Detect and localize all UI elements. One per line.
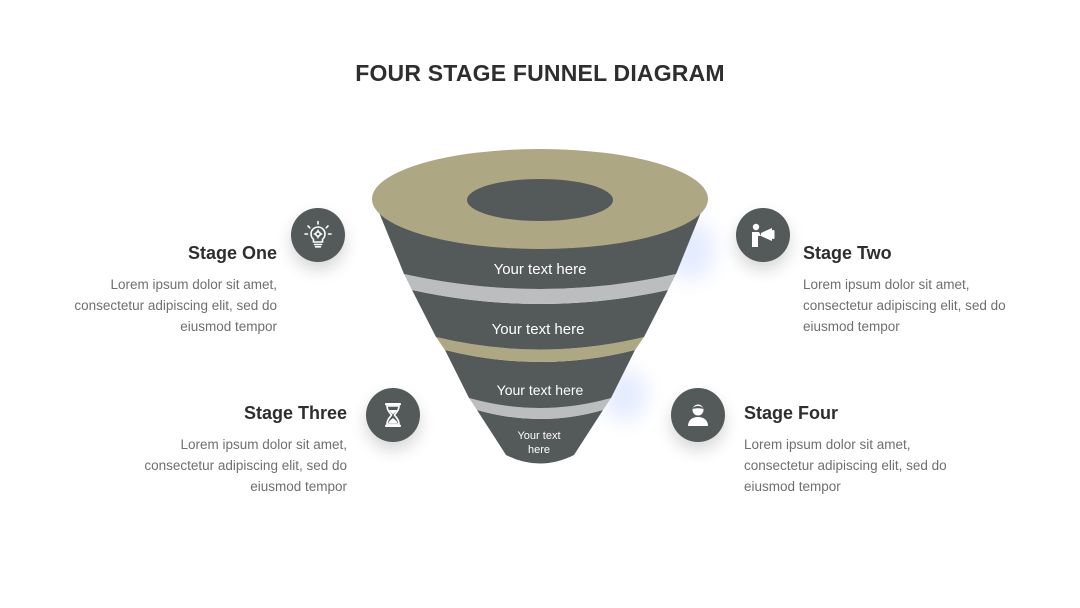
funnel-level-3 — [445, 350, 635, 408]
stage-one: Stage One Lorem ipsum dolor sit amet, co… — [17, 243, 277, 337]
stage-two-description: Lorem ipsum dolor sit amet, consectetur … — [803, 277, 1006, 334]
hourglass-icon — [366, 388, 420, 442]
stage-two: Stage Two Lorem ipsum dolor sit amet, co… — [803, 243, 1063, 337]
stage-three-title: Stage Three — [243, 403, 347, 423]
person-icon — [671, 388, 725, 442]
funnel-level-2 — [412, 290, 668, 350]
page-title: FOUR STAGE FUNNEL DIAGRAM — [355, 60, 725, 86]
funnel-band-3 — [469, 398, 611, 419]
stage-four-description: Lorem ipsum dolor sit amet, consectetur … — [744, 437, 947, 494]
stage-three: Stage Three Lorem ipsum dolor sit amet, … — [87, 403, 347, 497]
lightbulb-gear-icon — [291, 208, 345, 262]
stage-four: Stage Four Lorem ipsum dolor sit amet, c… — [744, 403, 1004, 497]
funnel-level-4 — [477, 410, 603, 464]
stage-three-description: Lorem ipsum dolor sit amet, consectetur … — [144, 437, 347, 494]
funnel-level-3-label: Your text here — [497, 382, 584, 398]
funnel-level-4-label-line2: here — [528, 444, 550, 456]
funnel-opening — [467, 179, 613, 221]
stage-four-title: Stage Four — [744, 403, 839, 423]
stage-one-title: Stage One — [187, 243, 277, 263]
funnel-level-2-label: Your text here — [492, 321, 585, 338]
megaphone-person-icon — [736, 208, 790, 262]
funnel-level-4-label-line1: Your text — [517, 430, 560, 442]
stage-two-title: Stage Two — [803, 243, 892, 263]
funnel-level-1-label: Your text here — [494, 261, 587, 278]
stage-one-description: Lorem ipsum dolor sit amet, consectetur … — [74, 277, 277, 334]
